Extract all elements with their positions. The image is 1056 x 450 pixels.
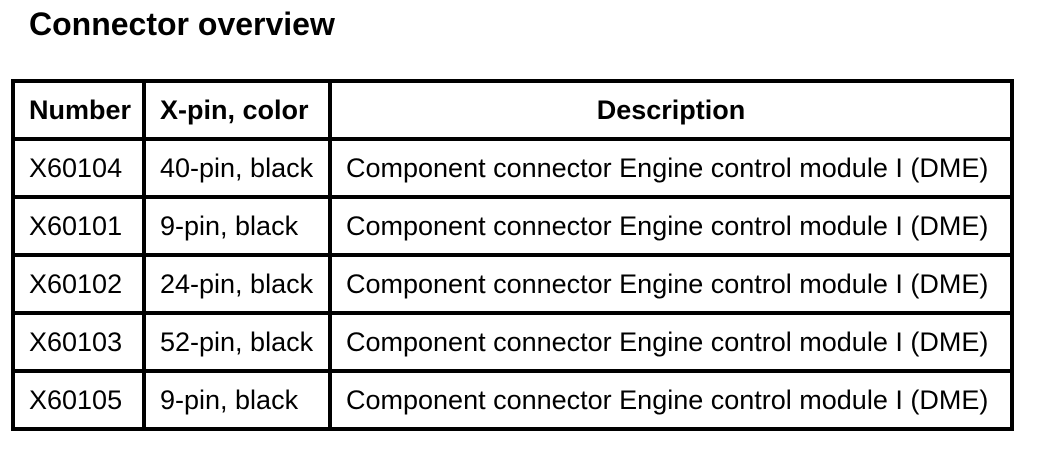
cell-number: X60104 (11, 137, 146, 199)
cell-description: Component connector Engine control modul… (328, 137, 1014, 199)
cell-pin-color: 40-pin, black (142, 137, 332, 199)
header-cell-description: Description (328, 79, 1014, 141)
cell-description: Component connector Engine control modul… (328, 195, 1014, 257)
header-cell-number: Number (11, 79, 146, 141)
table-row: X60105 9-pin, black Component connector … (11, 369, 1014, 431)
table-row: X60102 24-pin, black Component connector… (11, 253, 1014, 315)
connector-table: Number X-pin, color Description X60104 4… (11, 79, 1014, 431)
cell-pin-color: 9-pin, black (142, 195, 332, 257)
page-title: Connector overview (29, 6, 335, 42)
cell-description: Component connector Engine control modul… (328, 311, 1014, 373)
table-header-row: Number X-pin, color Description (11, 79, 1014, 141)
table-row: X60104 40-pin, black Component connector… (11, 137, 1014, 199)
cell-description: Component connector Engine control modul… (328, 369, 1014, 431)
cell-description: Component connector Engine control modul… (328, 253, 1014, 315)
cell-number: X60101 (11, 195, 146, 257)
table-row: X60101 9-pin, black Component connector … (11, 195, 1014, 257)
header-cell-pin-color: X-pin, color (142, 79, 332, 141)
table-row: X60103 52-pin, black Component connector… (11, 311, 1014, 373)
cell-number: X60103 (11, 311, 146, 373)
cell-pin-color: 24-pin, black (142, 253, 332, 315)
cell-pin-color: 9-pin, black (142, 369, 332, 431)
cell-number: X60102 (11, 253, 146, 315)
cell-number: X60105 (11, 369, 146, 431)
cell-pin-color: 52-pin, black (142, 311, 332, 373)
